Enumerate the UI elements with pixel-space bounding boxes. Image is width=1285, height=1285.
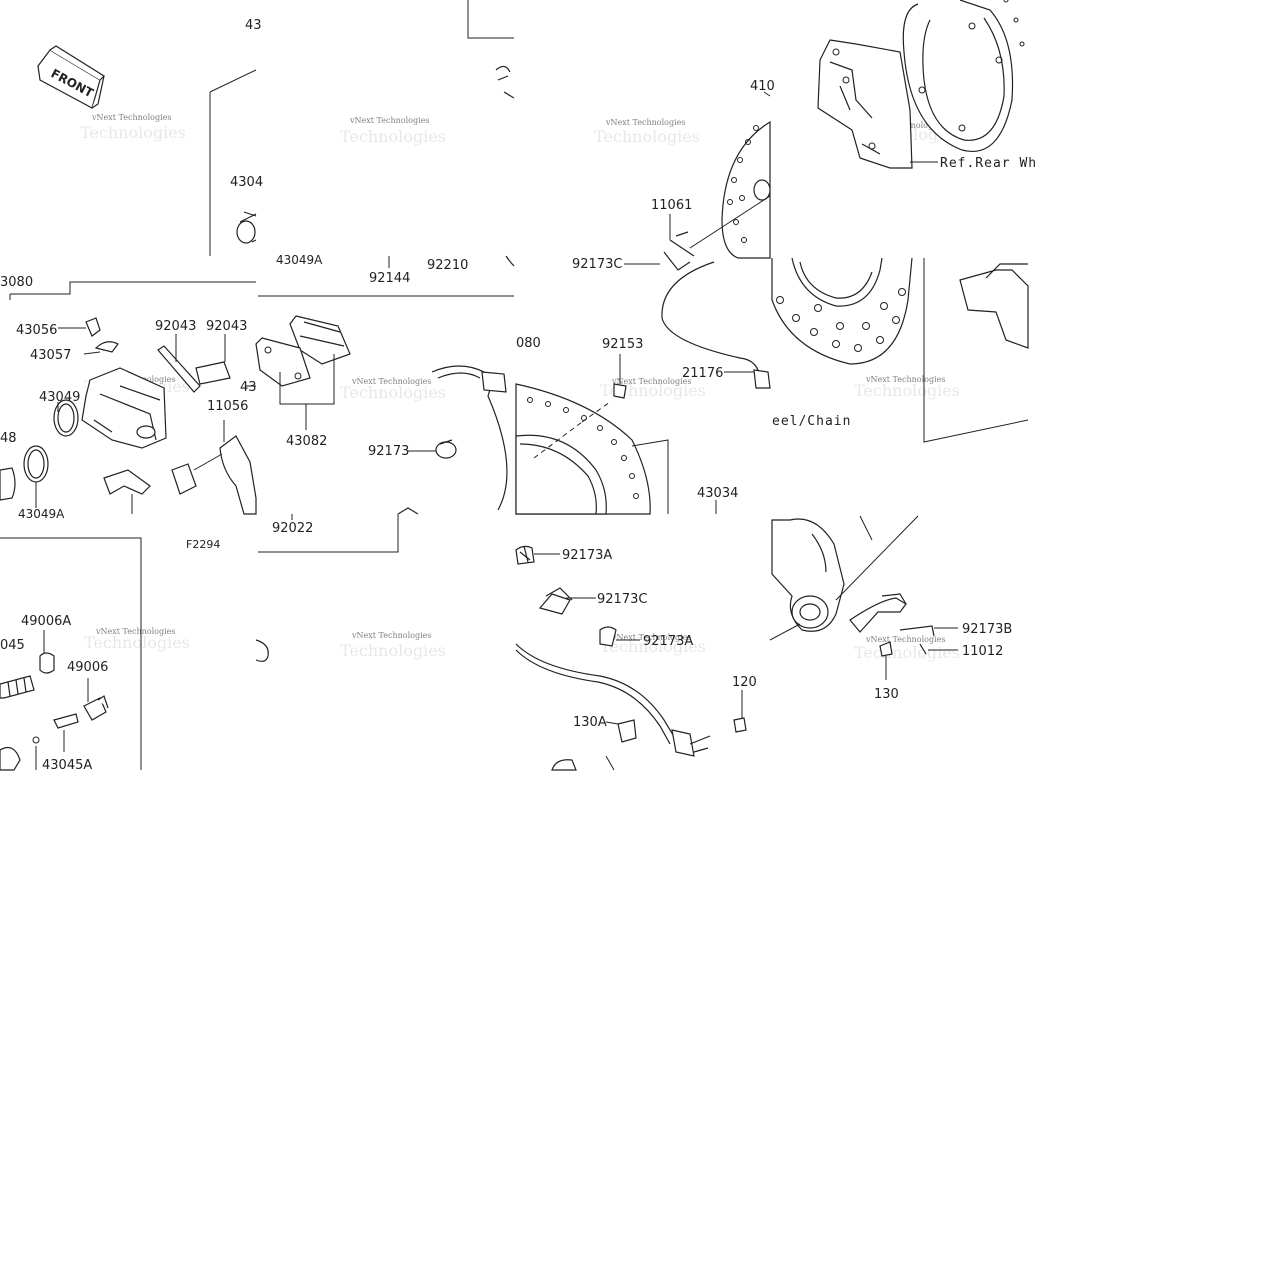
part-label: 43034 xyxy=(697,486,738,501)
part-label: 49006A xyxy=(21,614,71,629)
watermark-text: Technologies xyxy=(84,633,190,652)
watermark-text: vNext Technologies xyxy=(351,377,431,386)
watermark-text: Technologies xyxy=(340,641,446,660)
tile-swingarm xyxy=(769,515,958,680)
watermark-text: vNext Technologies xyxy=(91,113,171,122)
watermark-text: Technologies xyxy=(340,127,446,146)
watermark-text: vNext Technologies xyxy=(351,631,431,640)
part-label: 43 xyxy=(240,380,257,395)
part-label: 11012 xyxy=(962,644,1003,659)
part-label: 120 xyxy=(732,675,757,690)
part-label: 4304 xyxy=(230,175,263,190)
part-label: 080 xyxy=(516,336,541,351)
part-label: 43049A xyxy=(18,507,65,521)
tile-hub-top xyxy=(817,0,1025,169)
tile-rotor xyxy=(515,261,771,515)
part-label: 92043 xyxy=(155,319,196,334)
part-label: 92173C xyxy=(572,257,622,272)
tile-harness xyxy=(515,545,747,771)
tile-disc xyxy=(771,257,1029,443)
part-label: 48 xyxy=(0,431,17,446)
part-label: 43056 xyxy=(16,323,57,338)
part-label: 92173 xyxy=(368,444,409,459)
tile-caliper xyxy=(0,281,257,515)
watermark-text: Technologies xyxy=(854,643,960,662)
watermark-text: Technologies xyxy=(340,383,446,402)
part-label: 92022 xyxy=(272,521,313,536)
tile-pads-top xyxy=(388,0,515,268)
part-label: 92153 xyxy=(602,337,643,352)
part-label: 410 xyxy=(750,79,775,94)
watermark-text: vNext Technologies xyxy=(611,633,691,642)
part-label: 92173A xyxy=(643,634,693,649)
figure-code: F2294 xyxy=(186,538,220,551)
watermark-text: Technologies xyxy=(600,637,706,656)
part-labels: 43 4304 43049A 92144 92210 3080 43056 43… xyxy=(0,18,1037,773)
part-label: 49006 xyxy=(67,660,108,675)
part-label: 43 xyxy=(245,18,262,33)
reference-label: Ref.Rear Wh xyxy=(940,156,1037,171)
part-label: 130A xyxy=(573,715,607,730)
watermark-text: vNext Technologies xyxy=(865,635,945,644)
part-label: 92144 xyxy=(369,271,410,286)
part-label: 92210 xyxy=(427,258,468,273)
watermark-text: Technologies xyxy=(80,123,186,142)
watermark-text: vNext Technologies xyxy=(611,377,691,386)
part-label: 92173A xyxy=(562,548,612,563)
watermark-text: Technologies xyxy=(854,381,960,400)
part-label: 92043 xyxy=(206,319,247,334)
watermark-text: Technologies xyxy=(594,127,700,146)
part-label: 92173B xyxy=(962,622,1012,637)
part-label: 21176 xyxy=(682,366,723,381)
tile-caliper-top xyxy=(209,69,257,256)
part-label: 3080 xyxy=(0,275,33,290)
part-label: 11061 xyxy=(651,198,692,213)
tile-pads xyxy=(255,295,514,553)
part-label: 92173C xyxy=(597,592,647,607)
part-label: 130 xyxy=(874,687,899,702)
watermark-text: vNext Technologies xyxy=(95,627,175,636)
part-label: 43049 xyxy=(39,390,80,405)
part-label: 045 xyxy=(0,638,25,653)
part-label: 11056 xyxy=(207,399,248,414)
part-label: 43082 xyxy=(286,434,327,449)
part-label: 43057 xyxy=(30,348,71,363)
tile-disc-top xyxy=(624,91,771,271)
tile-bottom-left2 xyxy=(255,639,269,662)
reference-label: eel/Chain xyxy=(772,414,851,429)
part-label: 43045A xyxy=(42,758,92,773)
tile-master xyxy=(0,537,142,771)
watermark-text: vNext Technologies xyxy=(605,118,685,127)
front-arrow-icon: FRONT xyxy=(37,45,105,109)
part-label: 43049A xyxy=(276,253,323,267)
watermark-text: vNext Technologies xyxy=(865,375,945,384)
watermark-text: vNext Technologies xyxy=(349,116,429,125)
